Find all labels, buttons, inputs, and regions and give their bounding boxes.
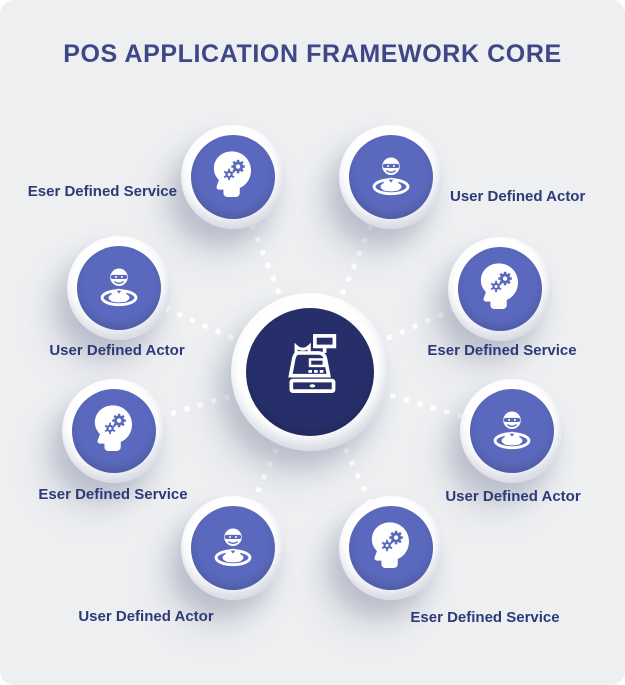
node-disc — [470, 389, 554, 473]
person-ripple-icon — [484, 401, 540, 462]
node-label-left-lower: Eser Defined Service — [38, 486, 188, 503]
node-disc — [349, 135, 433, 219]
person-ripple-icon — [91, 258, 147, 319]
node-top-left — [181, 125, 285, 229]
node-disc — [191, 506, 275, 590]
node-label-top-left: Eser Defined Service — [27, 183, 177, 200]
node-right-upper — [448, 237, 552, 341]
node-label-top-right: User Defined Actor — [450, 188, 586, 205]
head-gears-icon — [87, 402, 141, 461]
person-ripple-icon — [363, 147, 419, 208]
page-title: POS APPLICATION FRAMEWORK CORE — [63, 40, 562, 68]
person-ripple-icon — [205, 518, 261, 579]
head-gears-icon — [364, 519, 418, 578]
node-label-right-lower: User Defined Actor — [445, 488, 581, 505]
node-label-right-upper: Eser Defined Service — [427, 342, 577, 359]
node-disc — [72, 389, 156, 473]
head-gears-icon — [473, 260, 527, 319]
node-bottom-right — [339, 496, 443, 600]
node-right-lower — [460, 379, 564, 483]
node-disc — [458, 247, 542, 331]
hub-node — [231, 293, 389, 451]
node-label-bottom-right: Eser Defined Service — [410, 609, 560, 626]
node-top-right — [339, 125, 443, 229]
node-left-upper — [67, 236, 171, 340]
cash-register-icon — [271, 331, 349, 414]
node-disc — [349, 506, 433, 590]
node-disc — [191, 135, 275, 219]
node-label-bottom-left: User Defined Actor — [78, 608, 214, 625]
head-gears-icon — [206, 148, 260, 207]
node-disc — [77, 246, 161, 330]
node-bottom-left — [181, 496, 285, 600]
node-left-lower — [62, 379, 166, 483]
hub-disc — [246, 308, 374, 436]
node-label-left-upper: User Defined Actor — [49, 342, 185, 359]
